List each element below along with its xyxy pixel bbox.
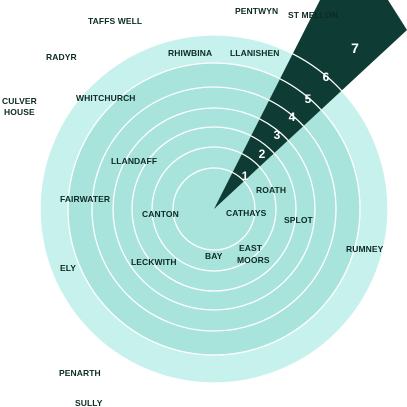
wedge-divider-7 — [292, 53, 343, 92]
zone-number-6: 6 — [323, 70, 330, 84]
place-ely: ELY — [60, 263, 76, 273]
zone-number-5: 5 — [305, 92, 312, 106]
place-canton: CANTON — [142, 209, 179, 219]
place-labels: PENTWYN ST MELLON TAFFS WELL RADYR RHIWB… — [2, 6, 384, 407]
place-leckwith: LECKWITH — [131, 257, 177, 267]
place-east: EAST — [239, 243, 263, 253]
place-llandaff: LLANDAFF — [111, 156, 157, 166]
zone-number-4: 4 — [289, 110, 296, 124]
place-cathays: CATHAYS — [226, 208, 267, 218]
zone-number-7: 7 — [351, 40, 359, 56]
place-llanishen: LLANISHEN — [230, 48, 280, 58]
wedge-divider-2 — [241, 153, 260, 168]
place-whitchurch: WHITCHURCH — [76, 93, 136, 103]
place-taffs-well: TAFFS WELL — [88, 16, 142, 26]
place-pentwyn: PENTWYN — [235, 6, 278, 16]
place-rumney: RUMNEY — [346, 244, 384, 254]
wedge-divider-1 — [232, 171, 245, 182]
place-splot: SPLOT — [284, 215, 314, 225]
place-moors: MOORS — [237, 255, 270, 265]
place-bay: BAY — [205, 251, 223, 261]
place-roath: ROATH — [256, 185, 286, 195]
wedge-divider-5 — [268, 99, 304, 127]
zone-number-2: 2 — [259, 147, 266, 161]
zone-numbers: 1 2 3 4 5 6 7 — [242, 40, 359, 183]
zone-wedge-shape — [214, 0, 407, 209]
zone-wedge-dividers — [232, 53, 343, 182]
zone-wedge — [214, 0, 407, 209]
wedge-divider-6 — [279, 78, 322, 111]
place-culver: CULVER — [2, 96, 37, 106]
place-penarth: PENARTH — [59, 368, 101, 378]
wedge-divider-3 — [250, 135, 275, 154]
place-fairwater: FAIRWATER — [60, 194, 110, 204]
place-st-mellon: ST MELLON — [288, 10, 338, 20]
place-radyr: RADYR — [46, 52, 77, 62]
place-rhiwbina: RHIWBINA — [168, 48, 212, 58]
place-sully: SULLY — [75, 398, 103, 407]
place-house: HOUSE — [4, 107, 35, 117]
zone-number-3: 3 — [274, 128, 281, 142]
wedge-divider-4 — [259, 118, 289, 141]
zone-number-1: 1 — [242, 169, 249, 183]
